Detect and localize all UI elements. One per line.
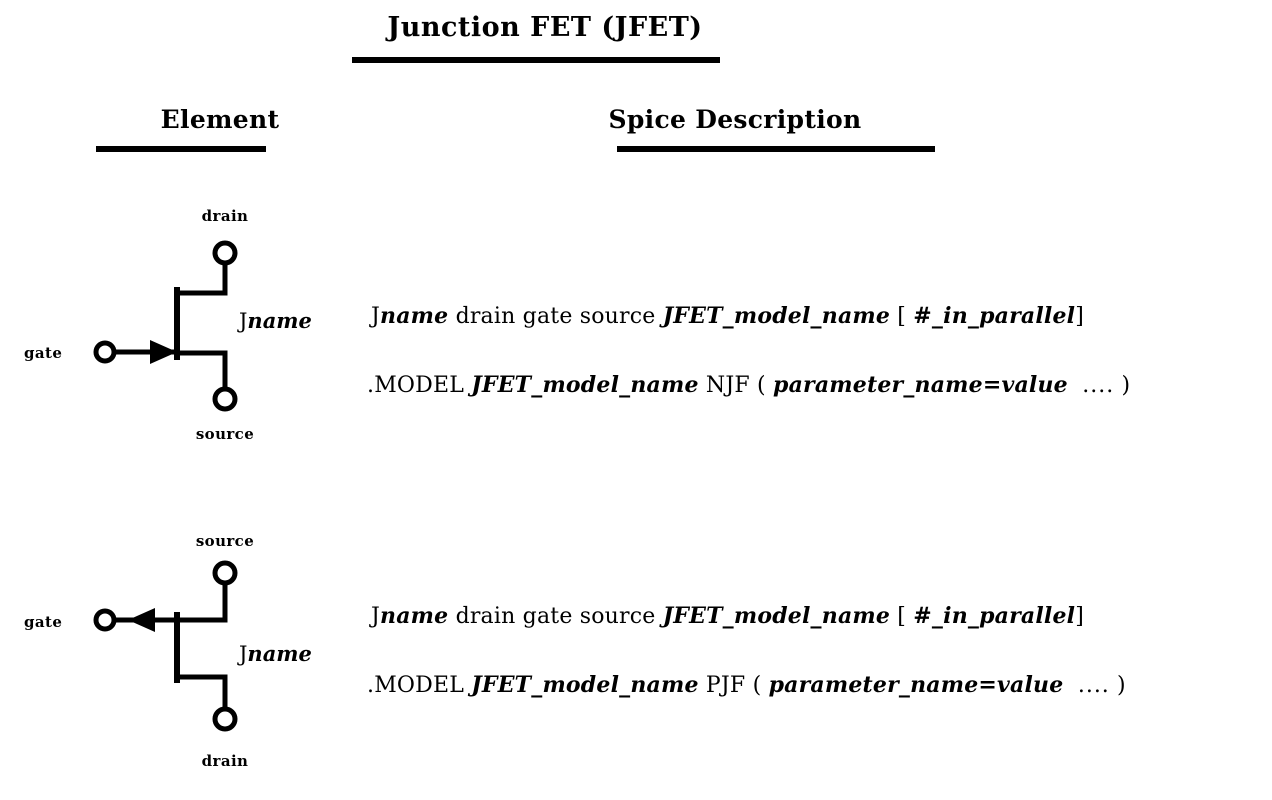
njf-instance-open-bracket: [ [897,304,907,329]
pjf-source-label: source [195,532,255,550]
njf-model-close-paren: ) [1121,373,1131,398]
pjf-instance-prefix: J [371,604,381,629]
pjf-instance-line: Jname drain gate source JFET_model_name … [371,603,1084,629]
pjf-instance-open-bracket: [ [897,604,907,629]
pjf-device-label-prefix: J [239,642,248,666]
njf-instance-nodes: drain gate source [455,304,656,329]
pjf-model-type: PJF [705,673,746,698]
pjf-drain-label: drain [201,752,249,770]
njf-gate-arrow-inward [150,340,177,364]
pjf-drain-lead [174,674,228,711]
column-header-spice-underline [617,146,935,152]
njf-model-name: JFET_model_name [471,372,699,398]
njf-instance-prefix: J [371,304,381,329]
pjf-model-params: parameter_name=value [768,672,1064,698]
pjf-instance-name: name [380,603,449,629]
njf-device-label-name: name [247,308,312,333]
njf-model-keyword: .MODEL [367,373,465,398]
njf-symbol-diagram [60,230,360,420]
njf-model-open-paren: ( [757,373,766,398]
pjf-model-name: JFET_model_name [471,672,699,698]
page-title: Junction FET (JFET) [387,12,703,43]
pjf-instance-option: #_in_parallel [913,603,1076,629]
njf-gate-terminal [93,340,117,364]
njf-instance-option: #_in_parallel [913,303,1076,329]
njf-device-label: Jname [239,308,312,333]
pjf-source-lead [174,580,228,623]
pjf-symbol-svg [93,560,238,732]
njf-device-label-prefix: J [239,309,248,333]
pjf-drain-terminal [212,706,238,732]
njf-drain-label: drain [201,207,249,225]
page-title-underline [352,57,720,63]
pjf-source-terminal [212,560,238,586]
njf-instance-model: JFET_model_name [662,303,891,329]
pjf-model-ellipsis: .... [1077,673,1110,698]
njf-drain-lead [174,260,228,296]
njf-instance-close-bracket: ] [1075,304,1085,329]
column-header-element: Element [160,105,280,134]
pjf-model-line: .MODEL JFET_model_name PJF ( parameter_n… [367,672,1126,698]
njf-drain-terminal [212,240,238,266]
pjf-gate-terminal [93,608,117,632]
pjf-model-keyword: .MODEL [367,673,465,698]
pjf-device-label: Jname [239,641,312,666]
pjf-gate-label: gate [24,613,63,631]
njf-instance-line: Jname drain gate source JFET_model_name … [371,303,1084,329]
njf-source-label: source [195,425,255,443]
njf-source-lead [174,350,228,390]
njf-model-type: NJF [705,373,750,398]
njf-gate-label: gate [24,344,63,362]
njf-model-params: parameter_name=value [773,372,1068,398]
pjf-instance-close-bracket: ] [1075,604,1085,629]
njf-model-ellipsis: .... [1082,373,1115,398]
pjf-gate-arrow-outward [128,608,155,632]
pjf-instance-model: JFET_model_name [662,603,891,629]
njf-model-line: .MODEL JFET_model_name NJF ( parameter_n… [367,372,1130,398]
pjf-symbol-diagram [60,550,360,740]
pjf-instance-nodes: drain gate source [455,604,656,629]
column-header-element-underline [96,146,266,152]
pjf-device-label-name: name [247,641,312,666]
njf-source-terminal [212,386,238,412]
pjf-model-open-paren: ( [752,673,762,698]
njf-instance-name: name [380,303,449,329]
column-header-spice: Spice Description [608,105,862,134]
njf-symbol-svg [93,240,238,412]
pjf-model-close-paren: ) [1117,673,1126,698]
